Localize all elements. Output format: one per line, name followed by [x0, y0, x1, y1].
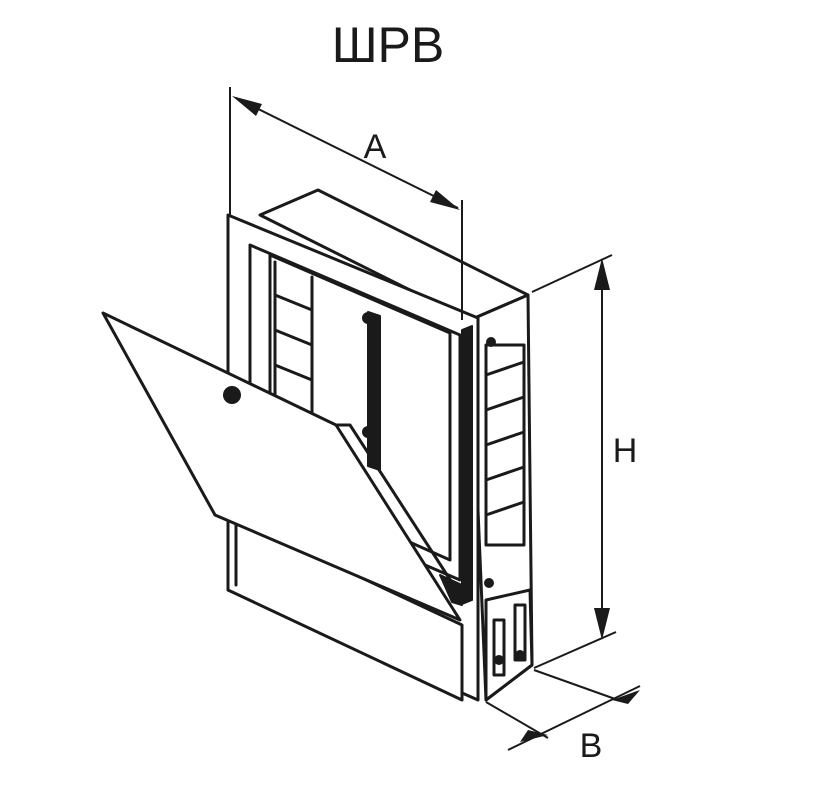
dimension-h: H	[531, 254, 638, 669]
dimension-b-label: B	[580, 727, 603, 765]
dimension-b: B	[485, 669, 641, 765]
drawing-title: ШРВ	[332, 17, 445, 73]
door-panel	[101, 311, 462, 622]
dimension-a-label: A	[364, 128, 387, 166]
door-lock	[223, 386, 241, 404]
side-slots	[484, 343, 526, 547]
dimension-a: A	[229, 87, 463, 320]
dimension-h-label: H	[613, 432, 638, 470]
cabinet-door[interactable]	[101, 311, 463, 622]
